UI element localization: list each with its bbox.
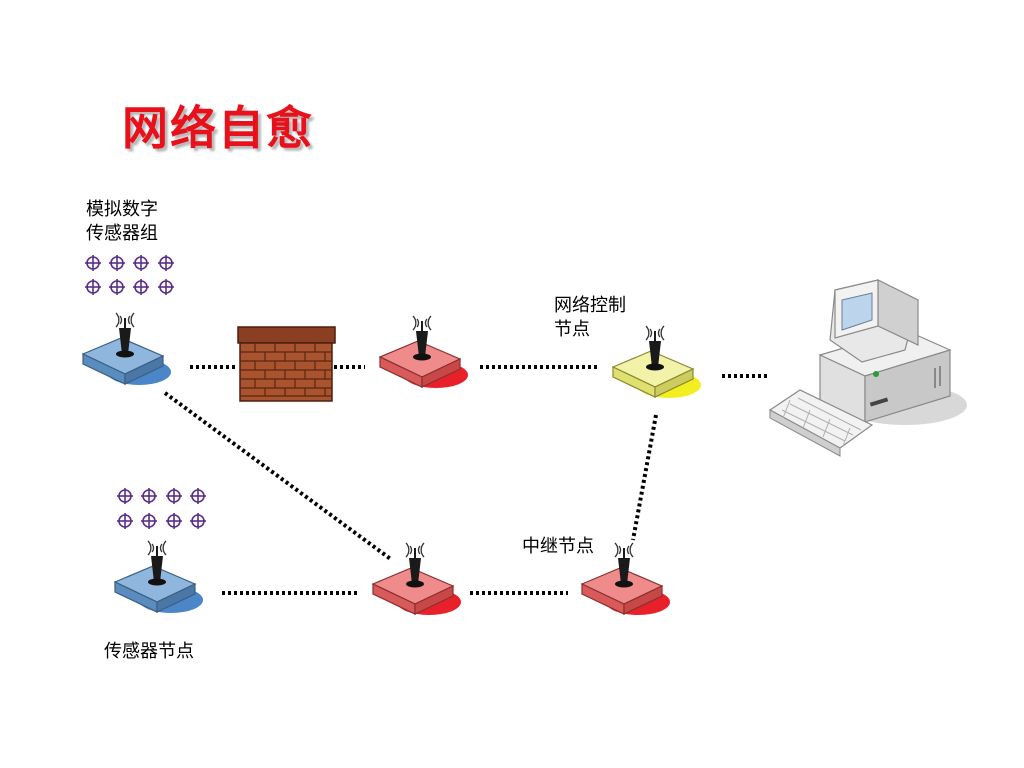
link-sensor-diagonal bbox=[163, 391, 394, 562]
sensor-group-label: 模拟数字 传感器组 bbox=[86, 198, 158, 246]
sensor-group-marks bbox=[84, 254, 175, 296]
sensor-mark-icon bbox=[116, 512, 134, 530]
sensor-mark-icon bbox=[140, 512, 158, 530]
sensor-mark-icon bbox=[132, 278, 150, 296]
firewall-icon bbox=[237, 326, 336, 402]
sensor-mark-icon bbox=[165, 487, 183, 505]
network-control-node-label-line-2: 节点 bbox=[554, 319, 590, 340]
link-control-to-relay bbox=[631, 414, 658, 541]
computer-icon bbox=[768, 279, 967, 457]
sensor-mark-icon bbox=[84, 254, 102, 272]
router-icon-red-bottom bbox=[371, 542, 461, 615]
router-icon-sensor-top bbox=[81, 312, 171, 385]
router-icon-red-top bbox=[378, 315, 468, 388]
sensor-mark-icon bbox=[140, 487, 158, 505]
network-control-node-label: 网络控制 节点 bbox=[554, 294, 626, 342]
sensor-mark-icon bbox=[157, 278, 175, 296]
page-title: 网络自愈 bbox=[122, 101, 314, 155]
sensor-mark-icon bbox=[132, 254, 150, 272]
sensor-mark-icon bbox=[165, 512, 183, 530]
sensor-mark-icon bbox=[116, 487, 134, 505]
sensor-mark-icon bbox=[189, 512, 207, 530]
sensor-mark-icon bbox=[108, 278, 126, 296]
router-icon-control bbox=[611, 325, 701, 398]
sensor-mark-icon bbox=[84, 278, 102, 296]
sensor-mark-icon bbox=[108, 254, 126, 272]
sensor-node-marks bbox=[116, 487, 207, 530]
router-icon-relay bbox=[580, 542, 670, 615]
sensor-mark-icon bbox=[189, 487, 207, 505]
router-icon-sensor-bottom bbox=[113, 540, 203, 613]
network-control-node-label-line-1: 网络控制 bbox=[554, 295, 626, 316]
sensor-mark-icon bbox=[157, 254, 175, 272]
relay-node-label: 中继节点 bbox=[522, 536, 594, 557]
sensor-node-label: 传感器节点 bbox=[104, 641, 194, 662]
sensor-group-label-line-1: 模拟数字 bbox=[86, 199, 158, 220]
sensor-group-label-line-2: 传感器组 bbox=[86, 223, 158, 244]
